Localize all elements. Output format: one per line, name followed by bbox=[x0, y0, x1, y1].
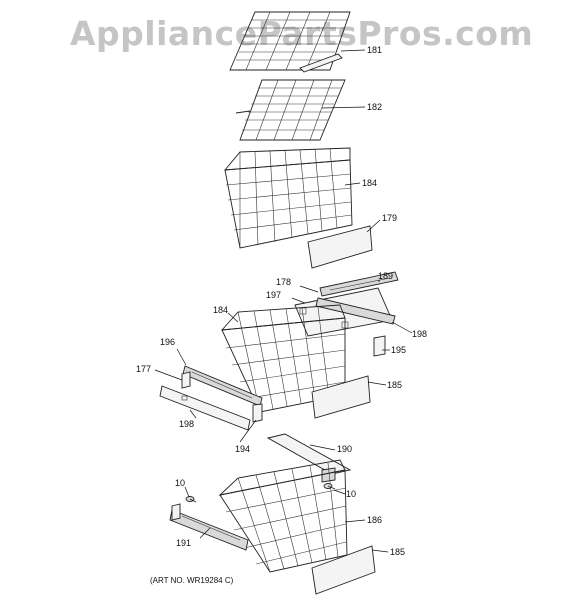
art-number: (ART NO. WR19284 C) bbox=[150, 576, 234, 585]
callout-190: 190 bbox=[337, 444, 352, 454]
callout-185-middle: 185 bbox=[387, 380, 402, 390]
leader-lines bbox=[154, 49, 413, 553]
callout-194: 194 bbox=[235, 444, 250, 454]
callout-198-right: 198 bbox=[412, 329, 427, 339]
slide-rail-191[interactable] bbox=[169, 503, 249, 551]
callout-198-left: 198 bbox=[179, 419, 194, 429]
screw-10-right[interactable] bbox=[323, 483, 336, 490]
callout-177: 177 bbox=[136, 364, 151, 374]
slide-rail-198-right[interactable] bbox=[315, 297, 396, 325]
basket-front-panel-179[interactable] bbox=[307, 225, 373, 269]
callout-186: 186 bbox=[367, 515, 382, 525]
drawer-slide-rail-189[interactable] bbox=[319, 271, 399, 297]
callout-178: 178 bbox=[276, 277, 291, 287]
basket-front-panel-185-bottom[interactable] bbox=[311, 545, 376, 595]
callout-196: 196 bbox=[160, 337, 175, 347]
wire-shelf-181[interactable] bbox=[229, 11, 351, 73]
wire-shelf-182[interactable] bbox=[235, 79, 346, 141]
callout-10-left: 10 bbox=[175, 478, 185, 488]
callout-184-upper: 184 bbox=[362, 178, 377, 188]
slide-stop-194[interactable] bbox=[252, 403, 263, 423]
slide-bracket-177[interactable] bbox=[181, 371, 191, 389]
callout-191: 191 bbox=[176, 538, 191, 548]
slide-rail-198-left[interactable] bbox=[159, 385, 251, 431]
callout-184-middle: 184 bbox=[213, 305, 228, 315]
drawer-rail-190[interactable] bbox=[266, 433, 352, 483]
callout-189: 189 bbox=[378, 271, 393, 281]
basket-front-panel-185-middle[interactable] bbox=[311, 375, 371, 419]
callout-10-right: 10 bbox=[346, 489, 356, 499]
callout-182: 182 bbox=[367, 102, 382, 112]
callout-195: 195 bbox=[391, 345, 406, 355]
slide-end-195[interactable] bbox=[373, 335, 386, 357]
wire-basket-184-upper[interactable] bbox=[223, 147, 353, 249]
callout-197: 197 bbox=[266, 290, 281, 300]
callout-185-bottom: 185 bbox=[390, 547, 405, 557]
screw-10-left[interactable] bbox=[185, 496, 197, 503]
callout-179: 179 bbox=[382, 213, 397, 223]
callout-181: 181 bbox=[367, 45, 382, 55]
